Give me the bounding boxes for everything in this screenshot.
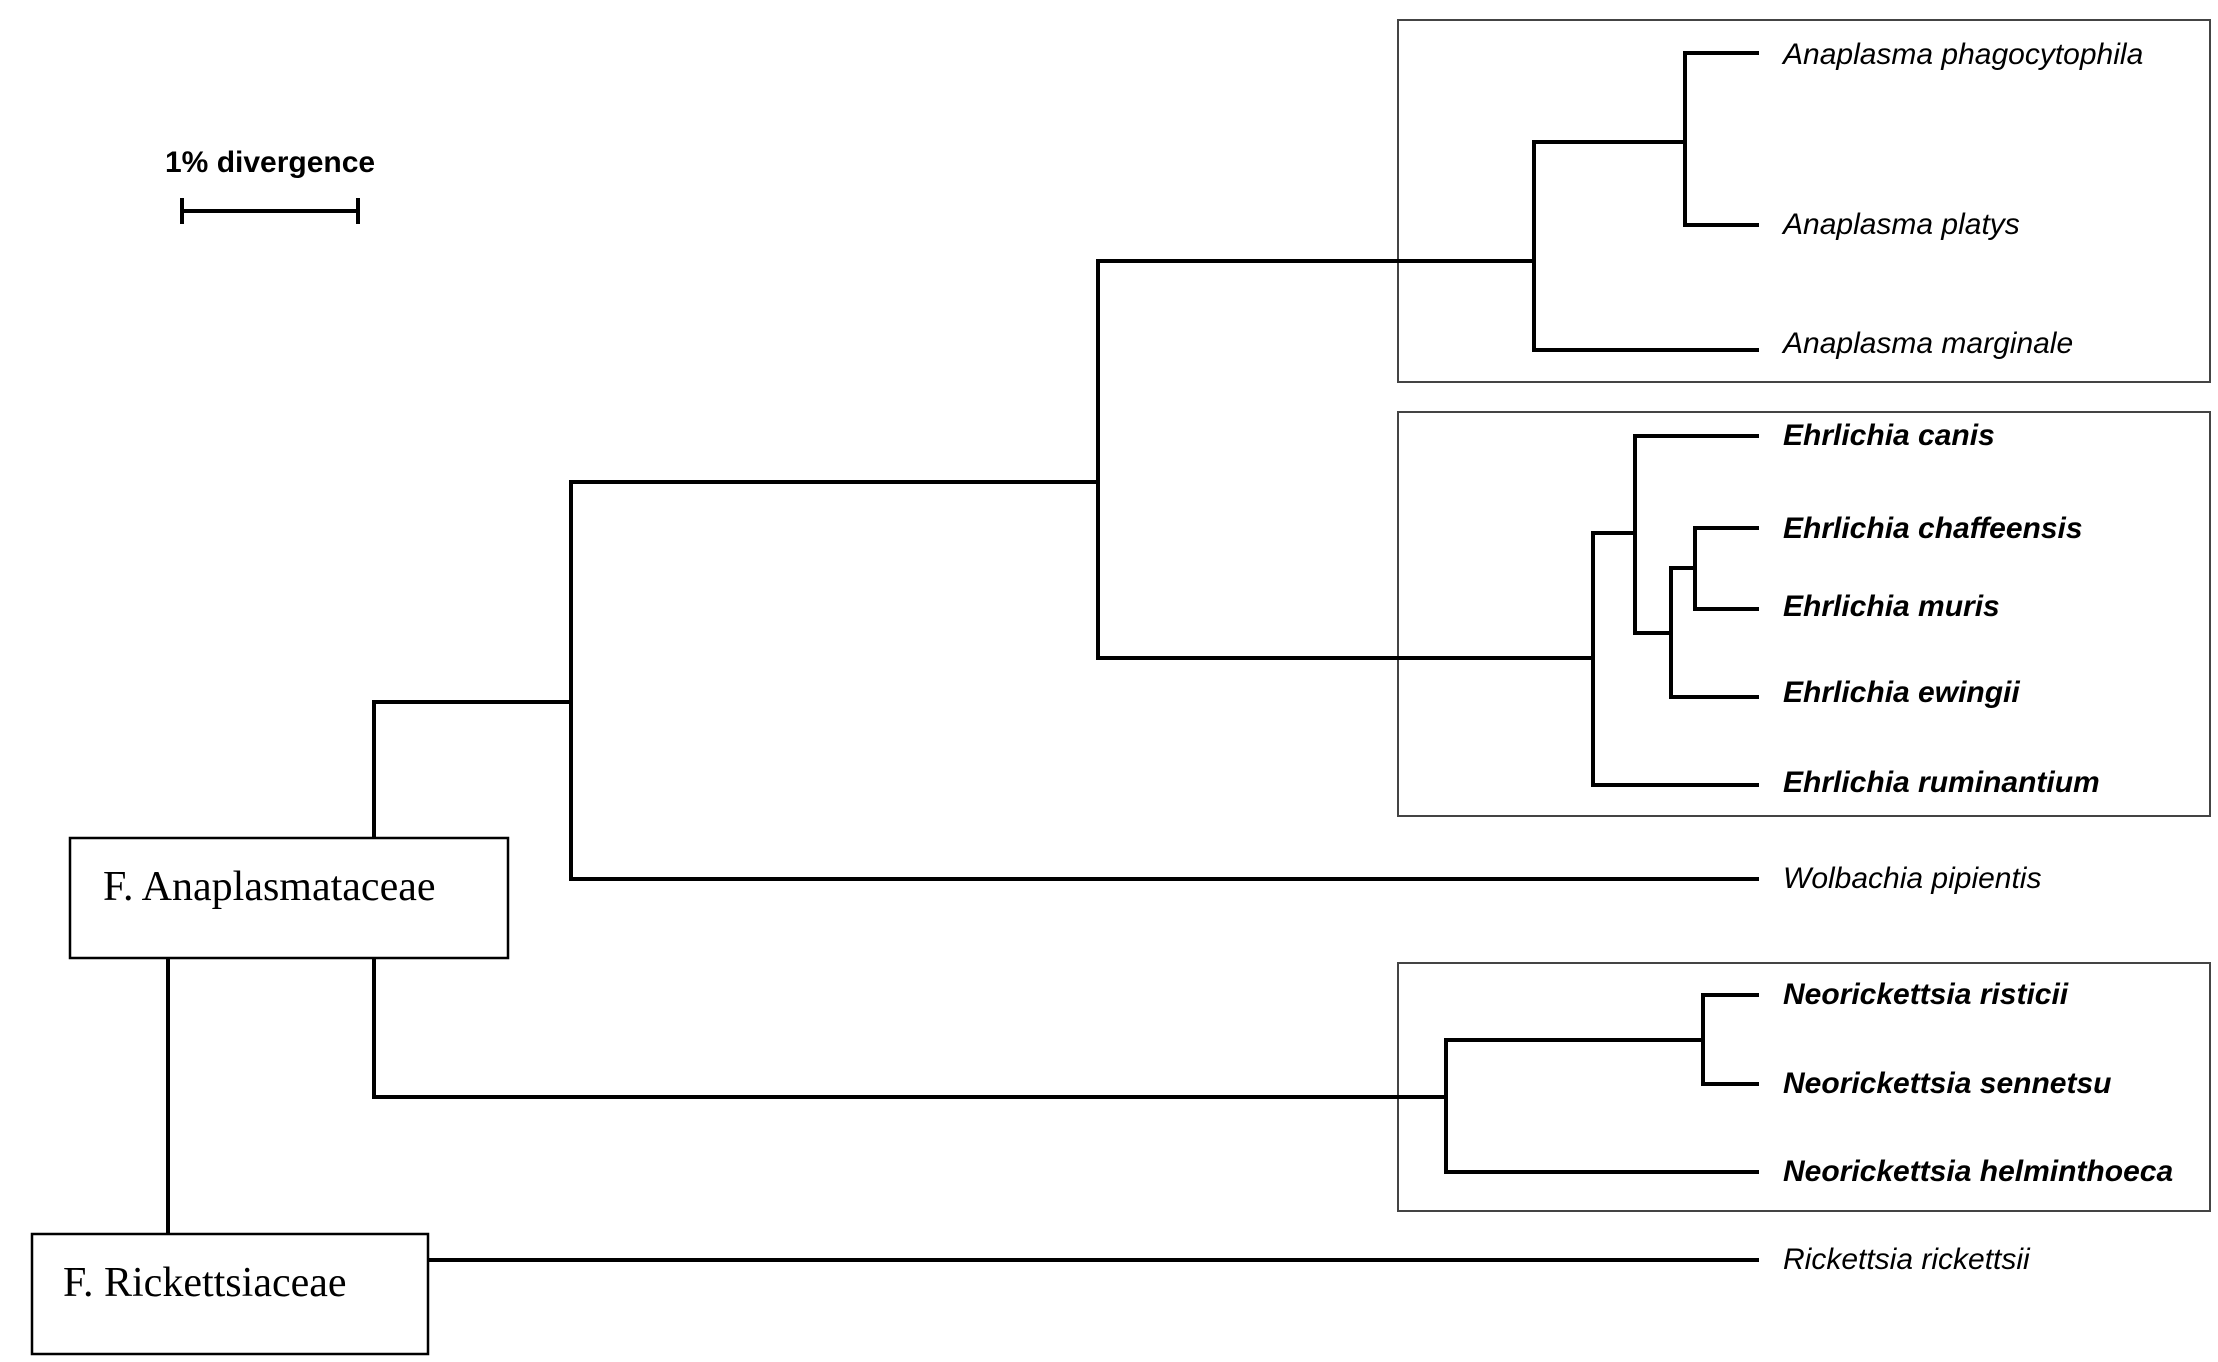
anaplasma-group-box bbox=[1397, 19, 2211, 383]
branch-nri-nse bbox=[1701, 993, 1759, 1086]
taxon-label: Wolbachia pipientis bbox=[1783, 862, 2041, 895]
branch-anaplasmataceae bbox=[372, 700, 1448, 1099]
taxon-label: Ehrlichia ruminantium bbox=[1783, 766, 2100, 799]
branch-ech-emu bbox=[1693, 526, 1759, 611]
taxon-label: Ehrlichia chaffeensis bbox=[1783, 512, 2083, 545]
ehrlichia-group-box bbox=[1397, 411, 2211, 817]
branch-anaplasma-ehrlichia bbox=[1096, 259, 1595, 660]
branch-ech-emu-eew bbox=[1669, 566, 1759, 699]
family-anaplasmataceae: F. Anaplasmataceae bbox=[68, 836, 510, 960]
neorickettsia-group-box bbox=[1397, 962, 2211, 1212]
taxon-label: Neorickettsia risticii bbox=[1783, 978, 2069, 1011]
branch-anaplasma bbox=[1532, 140, 1759, 352]
family-rickettsiaceae: F. Rickettsiaceae bbox=[30, 1232, 430, 1356]
taxon-label: Ehrlichia muris bbox=[1783, 590, 2000, 623]
branch-ehrlichia bbox=[1591, 531, 1759, 787]
taxon-label: Anaplasma phagocytophila bbox=[1781, 38, 2143, 71]
taxon-label: Anaplasma marginale bbox=[1781, 327, 2073, 360]
taxon-label: Ehrlichia canis bbox=[1783, 419, 1995, 452]
branch-aph-apl bbox=[1683, 51, 1759, 227]
taxon-label: Ehrlichia ewingii bbox=[1783, 676, 2020, 709]
family-label: F. Rickettsiaceae bbox=[63, 1260, 347, 1306]
taxon-labels: Anaplasma phagocytophila Anaplasma platy… bbox=[1781, 38, 2173, 1276]
taxon-label: Neorickettsia sennetsu bbox=[1783, 1067, 2111, 1100]
branch-wolbachia bbox=[569, 480, 1759, 881]
taxon-label: Neorickettsia helminthoeca bbox=[1783, 1155, 2173, 1188]
branch-neorickettsia bbox=[1444, 1038, 1759, 1174]
tree-branches bbox=[166, 51, 1759, 1262]
taxon-label: Rickettsia rickettsii bbox=[1783, 1243, 2031, 1276]
family-box bbox=[68, 836, 510, 960]
family-label: F. Anaplasmataceae bbox=[103, 864, 436, 910]
family-box bbox=[30, 1232, 430, 1356]
taxon-label: Anaplasma platys bbox=[1781, 208, 2020, 241]
scale-bar-label: 1% divergence bbox=[165, 146, 375, 179]
scale-bar: 1% divergence bbox=[165, 146, 375, 224]
